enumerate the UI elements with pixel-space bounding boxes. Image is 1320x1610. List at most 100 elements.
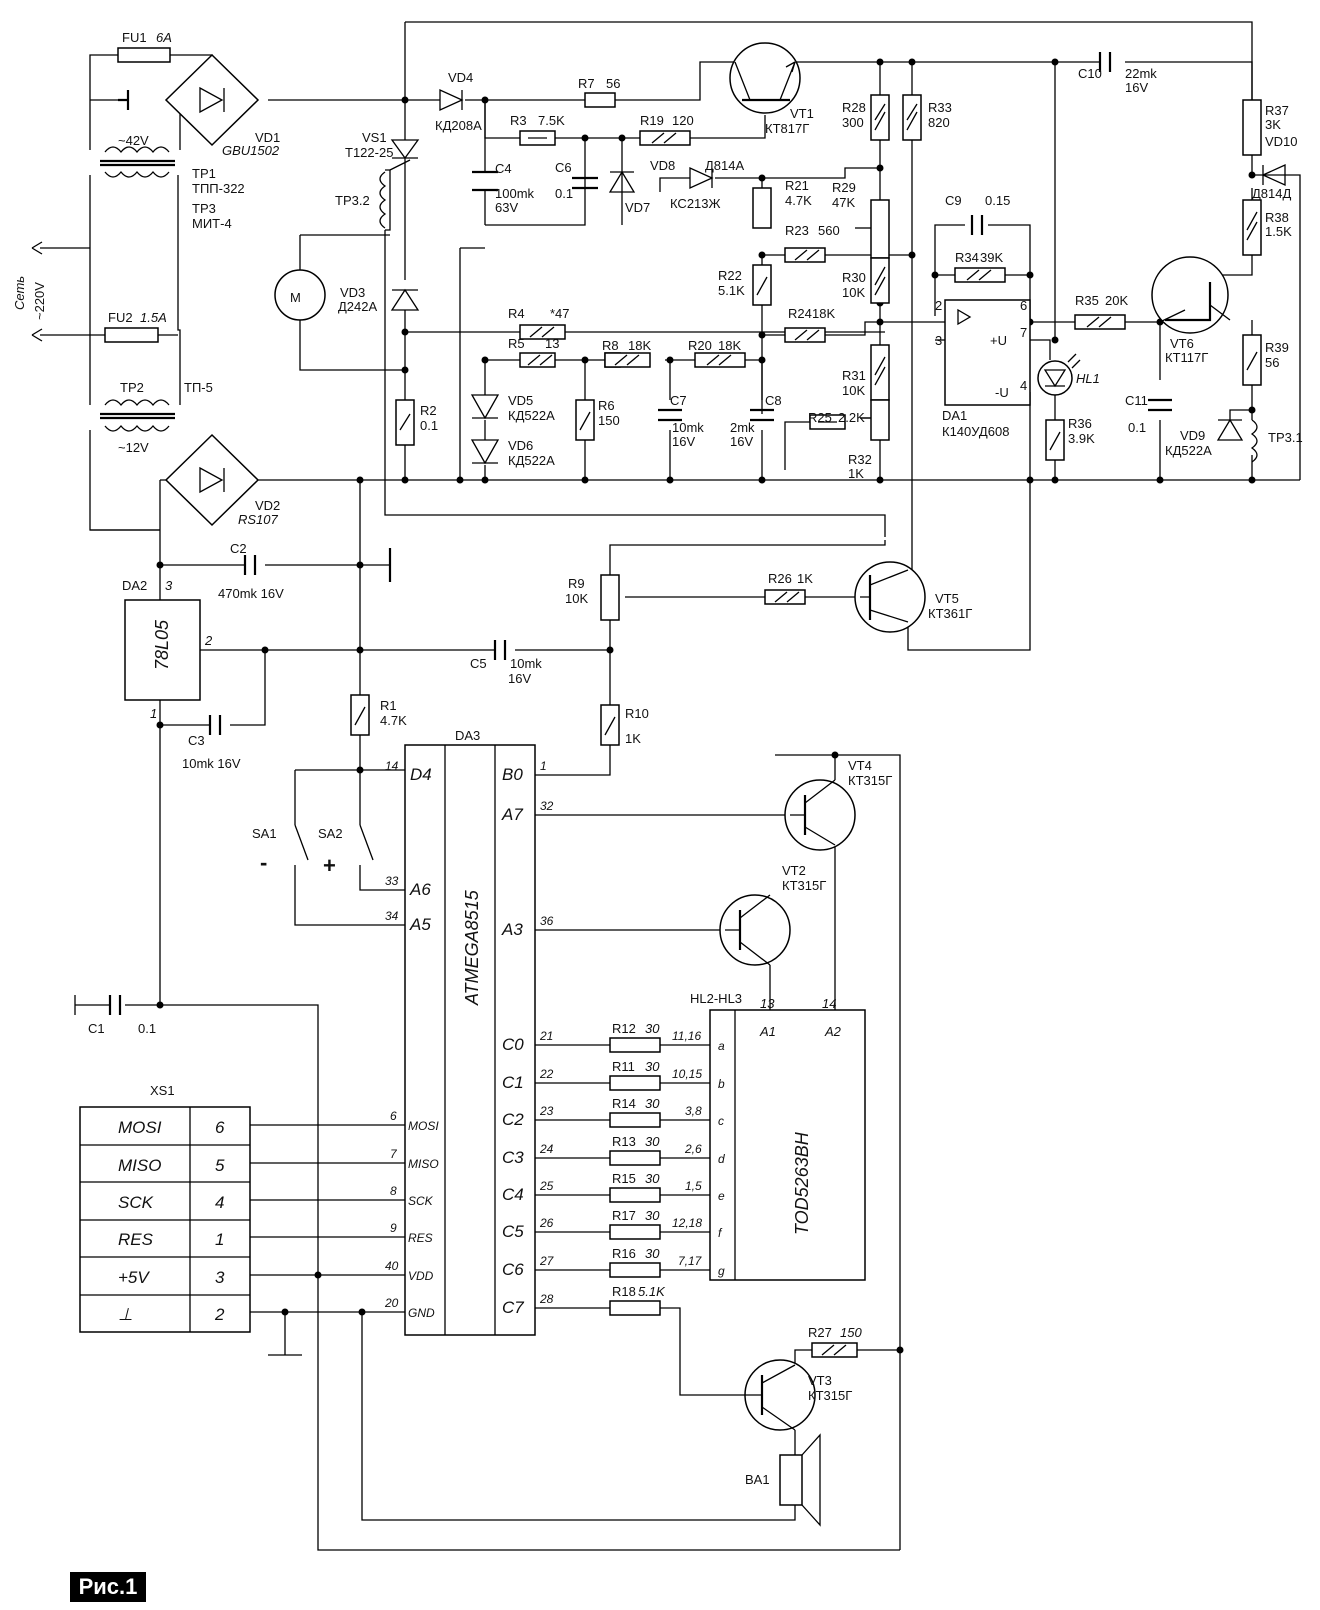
da3-pin-name: MISO xyxy=(408,1157,439,1171)
speaker-ba1 xyxy=(779,1433,821,1527)
label-minus: - xyxy=(260,850,267,875)
label-hl1: HL1 xyxy=(1076,371,1100,386)
label-r18: R18 xyxy=(612,1284,636,1299)
coil-tp32 xyxy=(379,171,387,229)
label-r26-value: 1K xyxy=(797,571,813,586)
label-r32: R32 xyxy=(848,452,872,467)
label-c3-value: 10mk 16V xyxy=(182,756,241,771)
zener-vd7 xyxy=(608,170,636,193)
label-vt6-value: КТ117Г xyxy=(1165,350,1208,365)
label-r23: R23 xyxy=(785,223,809,238)
resistor-r34 xyxy=(954,267,1006,283)
segment-resistor-labels: R12 30 11,16 a R11 30 10,15 b R14 30 3,8… xyxy=(612,1021,725,1278)
label-r33: R33 xyxy=(928,100,952,115)
segment-name: a xyxy=(718,1039,725,1053)
label-r34: R34 xyxy=(955,250,979,265)
da3-pin-num: 25 xyxy=(539,1179,554,1193)
capacitor-c2 xyxy=(243,548,392,582)
label-vt6: VT6 xyxy=(1170,336,1194,351)
label-r34-value: 39K xyxy=(980,250,1003,265)
zener-vd8 xyxy=(689,166,714,190)
label-vt5: VT5 xyxy=(935,591,959,606)
label-vd9-value: КД522А xyxy=(1165,443,1212,458)
segment-resistor-value: 30 xyxy=(645,1096,660,1111)
da3-pin-num: 28 xyxy=(539,1292,554,1306)
da3-pin-num: 33 xyxy=(385,874,399,888)
label-da2-pin1: 1 xyxy=(150,706,157,721)
label-vd2: VD2 xyxy=(255,498,280,513)
capacitor-c9 xyxy=(970,215,984,235)
label-tp1-value: ТПП-322 xyxy=(192,181,245,196)
resistor-r5 xyxy=(519,352,556,368)
label-r5: R5 xyxy=(508,336,525,351)
label-r8: R8 xyxy=(602,338,619,353)
resistor-r25 xyxy=(809,414,846,430)
label-fu2-value: 1.5A xyxy=(140,310,167,325)
resistor-r32 xyxy=(860,399,890,441)
xs1-pin: 5 xyxy=(215,1156,225,1175)
potentiometer-r9 xyxy=(600,574,620,621)
label-r33-value: 820 xyxy=(928,115,950,130)
mains-arrows xyxy=(31,241,43,342)
wires xyxy=(40,21,1301,1551)
label-vs1-value: T122-25 xyxy=(345,145,393,160)
label-c6: C6 xyxy=(555,160,572,175)
regulator-da2 xyxy=(124,599,201,701)
zener-vd9 xyxy=(1216,418,1244,441)
label-vd7: VD7 xyxy=(625,200,650,215)
da3-pin-num: 22 xyxy=(539,1067,554,1081)
label-r18-value: 5.1K xyxy=(638,1284,666,1299)
label-c1: C1 xyxy=(88,1021,105,1036)
label-vd5-value: КД522А xyxy=(508,408,555,423)
capacitor-c3 xyxy=(208,715,222,735)
label-r20-value: 18K xyxy=(718,338,741,353)
label-c2-value: 470mk 16V xyxy=(218,586,284,601)
label-r6-value: 150 xyxy=(598,413,620,428)
segment-name: c xyxy=(718,1114,724,1128)
xs1-signal: +5V xyxy=(118,1268,150,1287)
resistor-r23 xyxy=(784,247,826,263)
label-da3: DA3 xyxy=(455,728,480,743)
da3-pin-name: C7 xyxy=(502,1298,524,1317)
transistor-vt4 xyxy=(784,779,856,851)
label-r27-value: 150 xyxy=(840,1325,862,1340)
diode-vd5 xyxy=(470,394,500,420)
da3-pin-num: 14 xyxy=(385,759,399,773)
label-r22: R22 xyxy=(718,268,742,283)
label-vd3: VD3 xyxy=(340,285,365,300)
resistor-r28 xyxy=(870,94,890,141)
label-c4: C4 xyxy=(495,161,512,176)
label-fu2: FU2 xyxy=(108,310,133,325)
xs1-signal: RES xyxy=(118,1230,154,1249)
label-c5-value1: 10mk xyxy=(510,656,542,671)
label-c7: C7 xyxy=(670,393,687,408)
resistor-r3 xyxy=(519,130,556,146)
resistor-r10 xyxy=(600,704,620,746)
resistor-r6 xyxy=(575,399,595,441)
da3-pin-num: 36 xyxy=(540,914,554,928)
da3-pin-name: B0 xyxy=(502,765,523,784)
segment-resistor-value: 30 xyxy=(645,1208,660,1223)
label-xs1: XS1 xyxy=(150,1083,175,1098)
capacitor-c1 xyxy=(108,995,122,1015)
segment-resistor-ref: R16 xyxy=(612,1246,636,1261)
da3-left-pins: 14 D4 33 A6 34 A5 6 MOSI 7 MISO 8 SCK 9 … xyxy=(384,759,439,1320)
label-r37-value: 3K xyxy=(1265,117,1281,132)
resistor-r8 xyxy=(604,352,651,368)
xs1-signal: ⊥ xyxy=(118,1305,133,1324)
figure-label: Рис.1 xyxy=(70,1572,146,1602)
label-r2: R2 xyxy=(420,403,437,418)
segment-pins: 2,6 xyxy=(684,1142,702,1156)
label-r35-value: 20K xyxy=(1105,293,1128,308)
segment-resistor-value: 30 xyxy=(645,1021,660,1036)
resistor-r29 xyxy=(855,199,890,259)
da3-pin-name: A5 xyxy=(409,915,431,934)
label-mains: Сеть xyxy=(12,276,27,310)
label-a1: A1 xyxy=(759,1024,776,1039)
bridge-rectifier-vd1 xyxy=(118,53,260,147)
xs1-pin: 6 xyxy=(215,1118,225,1137)
label-pin-7: 7 xyxy=(1020,325,1027,340)
segment-resistor-ref: R17 xyxy=(612,1208,636,1223)
segment-pins: 1,5 xyxy=(685,1179,702,1193)
segment-name: b xyxy=(718,1077,725,1091)
